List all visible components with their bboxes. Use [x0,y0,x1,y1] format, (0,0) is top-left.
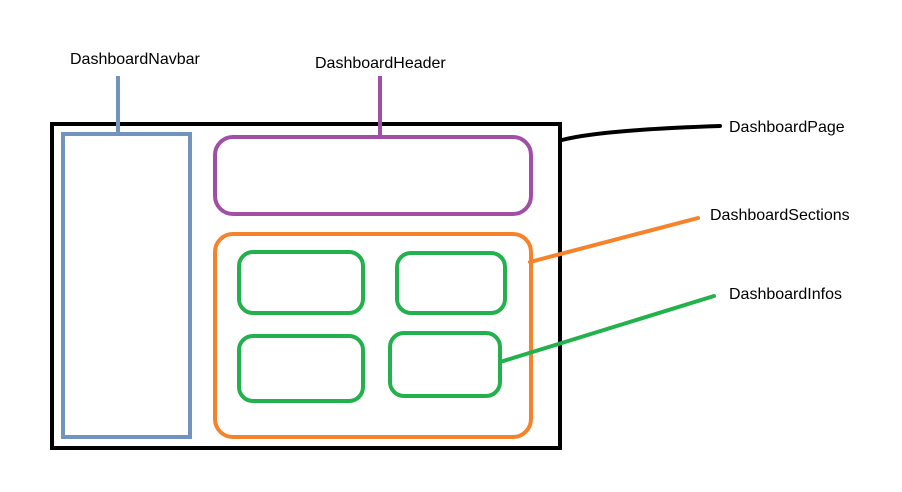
dashboard-info-box [237,334,365,403]
dashboard-info-box [395,251,507,315]
dashboard-page-label: DashboardPage [729,119,845,136]
dashboard-infos-label: DashboardInfos [729,286,842,303]
dashboard-header-box [213,135,533,216]
dashboard-header-label: DashboardHeader [315,55,446,72]
dashboard-navbar-box [61,132,192,439]
dashboard-sections-leader [528,216,700,264]
dashboard-navbar-label: DashboardNavbar [70,51,200,68]
dashboard-info-box [237,250,365,315]
dashboard-page-box [50,122,562,450]
dashboard-infos-leader [498,294,716,364]
dashboard-sections-box [213,232,533,439]
dashboard-page-leader [560,124,722,142]
dashboard-info-box [388,331,502,398]
dashboard-sections-label: DashboardSections [710,207,850,224]
